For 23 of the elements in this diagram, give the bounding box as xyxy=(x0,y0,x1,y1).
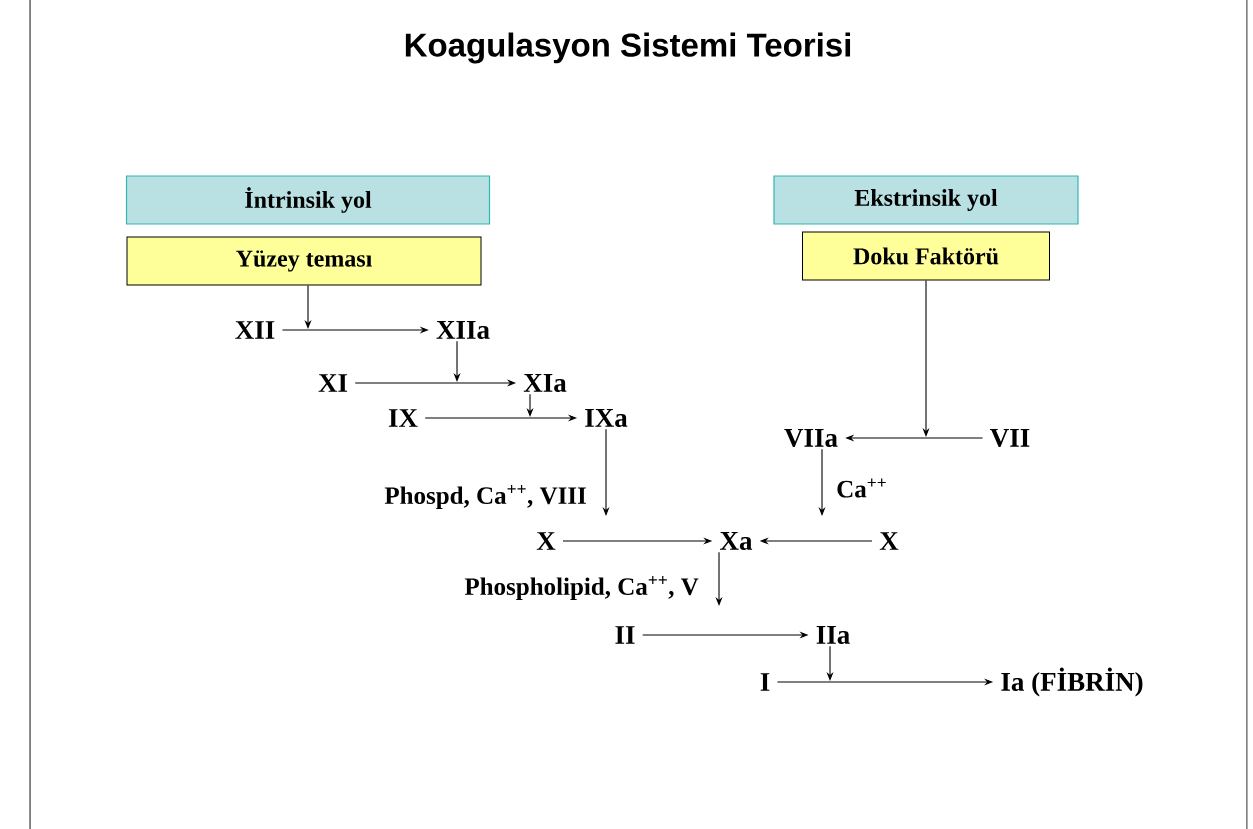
factor-label: XIa xyxy=(523,374,567,392)
pathway-box: Ekstrinsik yol xyxy=(773,175,1079,225)
title: Koagulasyon Sistemi Teorisi xyxy=(405,32,851,64)
trigger-box: Yüzey teması xyxy=(126,236,482,286)
factor-label: Ia (FİBRİN) xyxy=(1001,667,1143,697)
pathway-box: İntrinsik yol xyxy=(125,175,491,225)
factor-label: IIa xyxy=(816,626,850,644)
factor-label: VIIa xyxy=(784,428,838,448)
edge-label: Phospd, Ca$^{++}$, VIII xyxy=(383,483,588,511)
factor-label: IXa xyxy=(585,409,628,427)
factor-label: X xyxy=(879,532,899,550)
edge-label: Phospholipid, Ca$^{++}$, V xyxy=(463,574,700,602)
trigger-box: Doku Faktörü xyxy=(802,231,1050,281)
factor-label: XIIa xyxy=(436,321,490,339)
factor-label: II xyxy=(615,626,635,644)
factor-label: IX xyxy=(388,409,418,427)
factor-label: XII xyxy=(235,321,275,339)
edge-label: Ca$^{++}$ xyxy=(835,477,889,499)
factor-label: XI xyxy=(318,374,348,392)
factor-label: X xyxy=(536,532,556,550)
factor-label: VII xyxy=(990,428,1030,448)
factor-label: Xa xyxy=(720,532,753,550)
factor-label: I xyxy=(760,673,770,691)
